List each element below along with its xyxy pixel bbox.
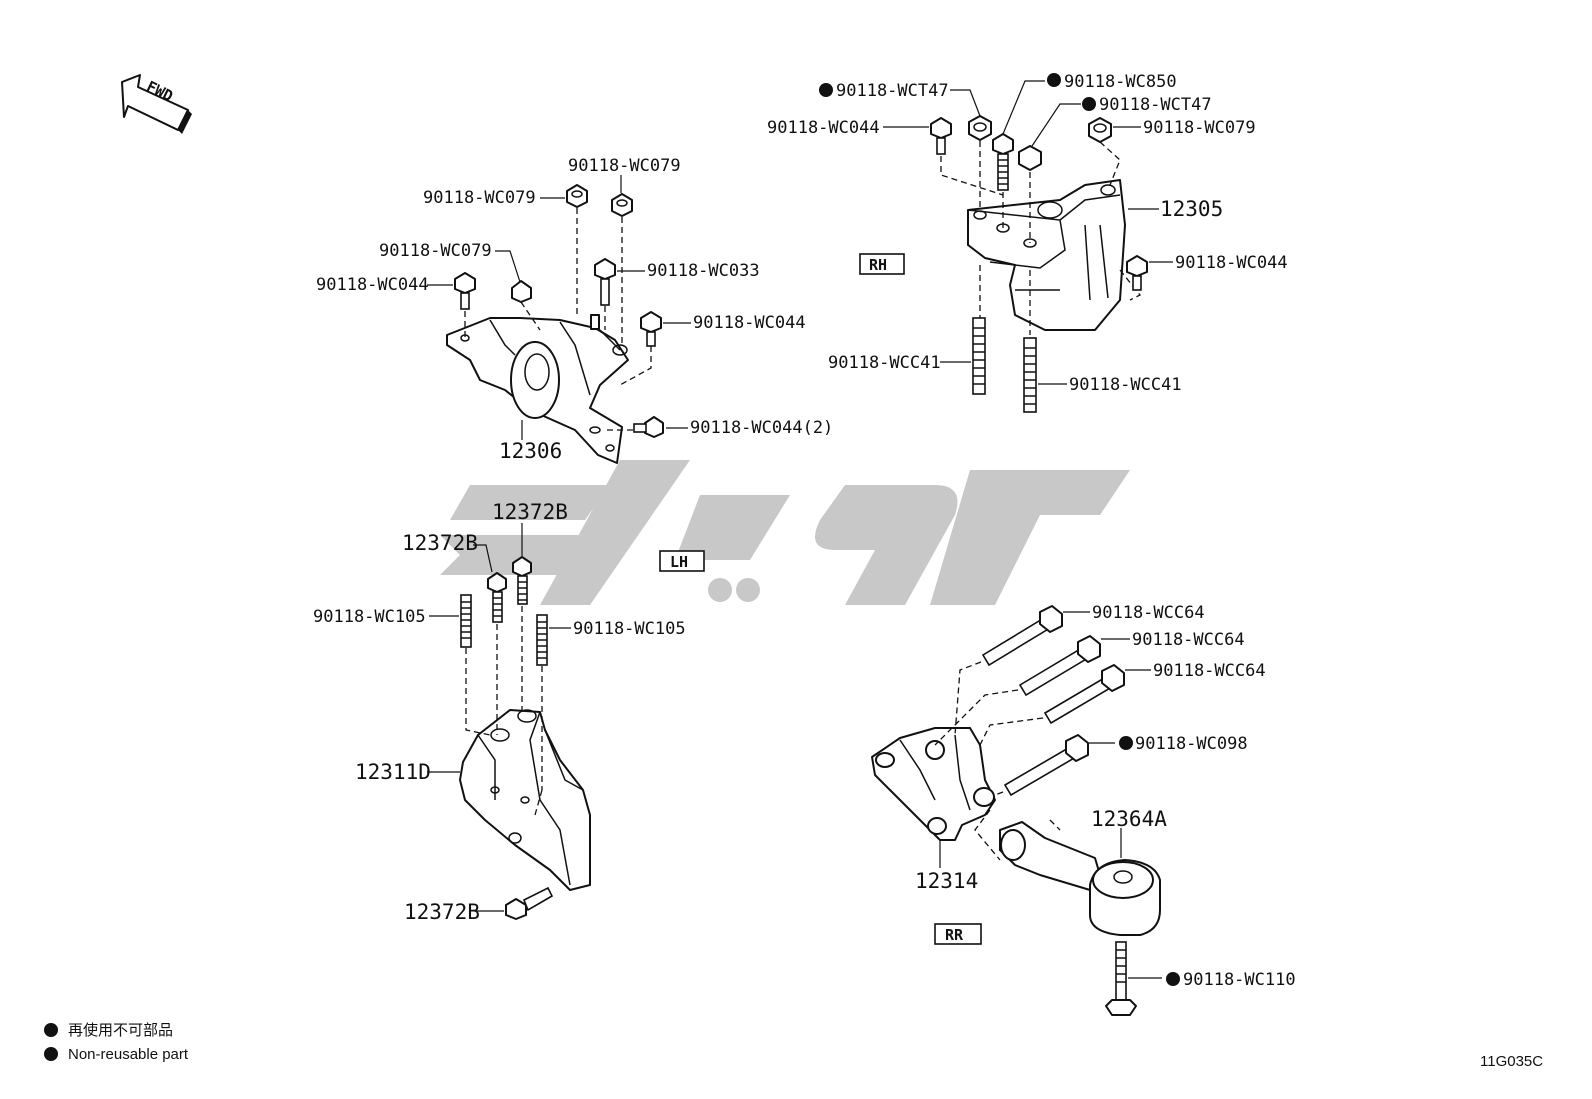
- legend: 再使用不可部品 Non-reusable part: [44, 1022, 189, 1063]
- lh-nut-wc079-b: [611, 193, 633, 217]
- fr-bolt-12372b-top: [512, 556, 532, 605]
- part-number-label: 12364A: [1091, 807, 1167, 831]
- part-label: 90118-WC079: [1143, 118, 1256, 138]
- rh-nut-wct47-b: [1018, 145, 1042, 171]
- part-label: 90118-WC105: [313, 607, 426, 627]
- rh-bolt-wc044-top: [930, 117, 952, 155]
- lh-bolt-wc044-2: [633, 416, 664, 438]
- part-label: 90118-WCT47: [836, 81, 949, 101]
- part-label: 90118-WCC41: [1069, 375, 1182, 395]
- fr-bolt-12372b-left: [487, 572, 507, 623]
- non-reusable-marker: [819, 83, 833, 97]
- rr-bolt-wc098: [1003, 734, 1089, 797]
- non-reusable-marker: [1047, 73, 1061, 87]
- part-number-label: 12372B: [404, 900, 480, 924]
- part-label: 90118-WCC64: [1153, 661, 1266, 681]
- non-reusable-marker: [1166, 972, 1180, 986]
- figure-code: 11G035C: [1480, 1053, 1543, 1070]
- rr-bolt-wcc64-a: [981, 605, 1063, 667]
- lh-bolt-wc033: [594, 258, 616, 306]
- section-lh-box: LH: [659, 550, 705, 572]
- rh-bolt-wc044-side: [1126, 255, 1148, 291]
- rr-bolt-wcc64-b: [1018, 635, 1101, 697]
- non-reusable-marker: [1082, 97, 1096, 111]
- part-label: 90118-WC079: [379, 241, 492, 261]
- part-label: 90118-WCC41: [828, 353, 941, 373]
- legend-dot-icon: [44, 1023, 58, 1037]
- part-label: 90118-WC044: [767, 118, 880, 138]
- part-label: 90118-WCC64: [1092, 603, 1205, 623]
- front-engine-mount-bracket: [427, 523, 591, 920]
- part-label: 90118-WC044: [1175, 253, 1288, 273]
- part-label: 90118-WC110: [1183, 970, 1296, 990]
- part-number-label: 12305: [1160, 197, 1223, 221]
- legend-item-jp: 再使用不可部品: [68, 1022, 173, 1039]
- part-label: 90118-WCT47: [1099, 95, 1212, 115]
- section-rh-label: RH: [869, 256, 887, 274]
- rh-nut-wct47: [968, 115, 992, 141]
- section-rr-box: RR: [934, 923, 982, 945]
- part-label: 90118-WC044: [316, 275, 429, 295]
- legend-dot-icon: [44, 1047, 58, 1061]
- rh-stud-wcc41-a: [972, 317, 986, 395]
- part-label: 90118-WC044: [693, 313, 806, 333]
- part-label: 90118-WC850: [1064, 72, 1177, 92]
- rh-engine-mount: [819, 73, 1173, 413]
- part-label: 90118-WC079: [423, 188, 536, 208]
- part-label: 90118-WC098: [1135, 734, 1248, 754]
- part-label: 90118-WCC64: [1132, 630, 1245, 650]
- part-number-label: 12314: [915, 869, 978, 893]
- part-label: 90118-WC044(2): [690, 418, 833, 438]
- section-rr-label: RR: [945, 926, 964, 944]
- part-number-label: 12372B: [402, 531, 478, 555]
- lh-engine-mount: [427, 175, 691, 464]
- legend-item-en: Non-reusable part: [68, 1046, 189, 1063]
- forward-arrow-icon: FWD: [121, 74, 192, 134]
- part-label: 90118-WC079: [568, 156, 681, 176]
- rh-stud-wcc41-b: [1023, 337, 1037, 413]
- part-number-label: 12372B: [492, 500, 568, 524]
- rh-nut-wc079: [1088, 117, 1112, 143]
- section-rh-box: RH: [859, 253, 905, 275]
- part-label: 90118-WC105: [573, 619, 686, 639]
- rr-bolt-wcc64-c: [1043, 664, 1125, 725]
- lh-nut-wc079-a: [566, 184, 588, 208]
- fr-bolt-12372b-bottom: [505, 886, 554, 920]
- part-label: 90118-WC033: [647, 261, 760, 281]
- lh-nut-wc079-c: [511, 280, 532, 303]
- lh-bolt-wc044-left: [454, 272, 476, 310]
- watermark-logo: [440, 460, 1130, 605]
- non-reusable-marker: [1119, 736, 1133, 750]
- section-lh-label: LH: [670, 553, 688, 571]
- rr-bolt-wc110: [1105, 941, 1137, 1016]
- rh-bolt-wc850: [992, 133, 1014, 191]
- fr-stud-wc105-right: [536, 614, 548, 666]
- part-number-label: 12306: [499, 439, 562, 463]
- part-number-label: 12311D: [355, 760, 431, 784]
- rr-engine-mount: [871, 605, 1180, 1016]
- lh-bolt-wc044-right: [640, 311, 662, 347]
- fr-stud-wc105-left: [460, 594, 472, 648]
